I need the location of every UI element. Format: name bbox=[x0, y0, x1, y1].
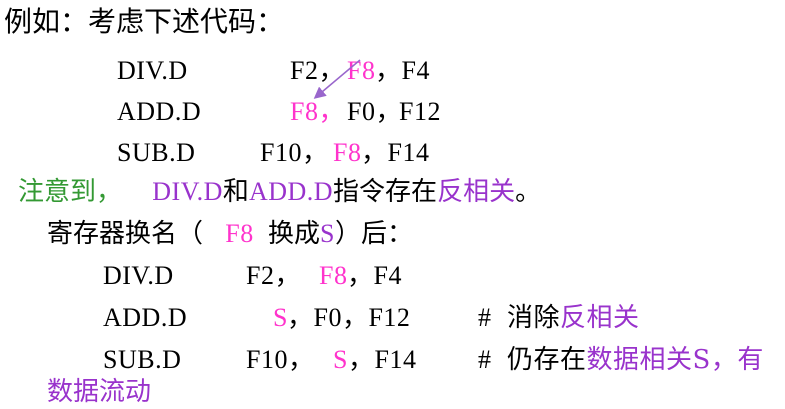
operand-f8: F8， bbox=[290, 97, 345, 126]
opcode: SUB.D bbox=[103, 345, 182, 374]
operand-dest: F2， bbox=[246, 261, 301, 290]
operand-f8: F8 bbox=[347, 56, 376, 85]
code-line-add: ADD.D S ，F0，F12 # 消除反相关 bbox=[103, 302, 639, 334]
code-line-add: ADD.D F8， F0， F12 bbox=[117, 96, 440, 128]
note-add: ADD.D bbox=[248, 177, 334, 206]
operand-rest: ，F4 bbox=[375, 56, 430, 85]
opcode: ADD.D bbox=[117, 97, 202, 126]
operand-s: S bbox=[273, 303, 288, 332]
note-prefix: 注意到， bbox=[18, 177, 123, 207]
rename-text-a: 寄存器换名（ bbox=[47, 219, 204, 249]
opcode: ADD.D bbox=[103, 303, 188, 332]
rename-text-c: ）后： bbox=[335, 219, 414, 249]
rename-reg: F8 bbox=[225, 219, 254, 248]
note-end: 。 bbox=[515, 177, 542, 207]
operand-s: S bbox=[333, 345, 348, 374]
operand-rest: ，F4 bbox=[347, 261, 402, 290]
operand-rest: ，F14 bbox=[348, 345, 417, 374]
operand-src1: F0， bbox=[347, 97, 402, 126]
operand-f8: F8 bbox=[333, 138, 362, 167]
rename-line: 寄存器换名（ F8 换成S）后： bbox=[47, 218, 413, 250]
comment-hash: # bbox=[478, 303, 492, 332]
opcode: DIV.D bbox=[117, 56, 188, 85]
code-line-div: DIV.D F2， F8 ，F4 bbox=[117, 55, 429, 87]
note-hazard: 反相关 bbox=[437, 177, 516, 207]
comment-text: 仍存在数据相关S，有 bbox=[507, 345, 764, 375]
opcode: SUB.D bbox=[117, 138, 196, 167]
operand-rest: ，F14 bbox=[361, 138, 430, 167]
heading: 例如：考虑下述代码： bbox=[4, 5, 285, 38]
code-line-div: DIV.D F2， F8 ，F4 bbox=[103, 260, 401, 292]
operand-f8: F8 bbox=[319, 261, 348, 290]
note-mid: 指令存在 bbox=[333, 177, 438, 207]
opcode: DIV.D bbox=[103, 261, 174, 290]
note-and: 和 bbox=[222, 177, 249, 207]
operand-dest: F10， bbox=[246, 345, 315, 374]
note-line: 注意到， DIV.D和ADD.D指令存在反相关。 bbox=[18, 176, 541, 208]
operand-dest: F10， bbox=[260, 138, 329, 167]
code-line-sub: SUB.D F10， S ，F14 # 仍存在数据相关S，有 bbox=[103, 344, 763, 376]
operand-src2: F12 bbox=[399, 97, 441, 126]
comment-text: 消除反相关 bbox=[507, 303, 640, 333]
comment-hash: # bbox=[478, 345, 492, 374]
note-div: DIV.D bbox=[152, 177, 223, 206]
tail-text: 数据流动 bbox=[47, 377, 152, 407]
code-line-sub: SUB.D F10， F8 ，F14 bbox=[117, 137, 429, 169]
rename-text-b: 换成 bbox=[268, 219, 321, 249]
rename-s: S bbox=[320, 219, 335, 248]
operand-rest: ，F0，F12 bbox=[287, 303, 411, 332]
